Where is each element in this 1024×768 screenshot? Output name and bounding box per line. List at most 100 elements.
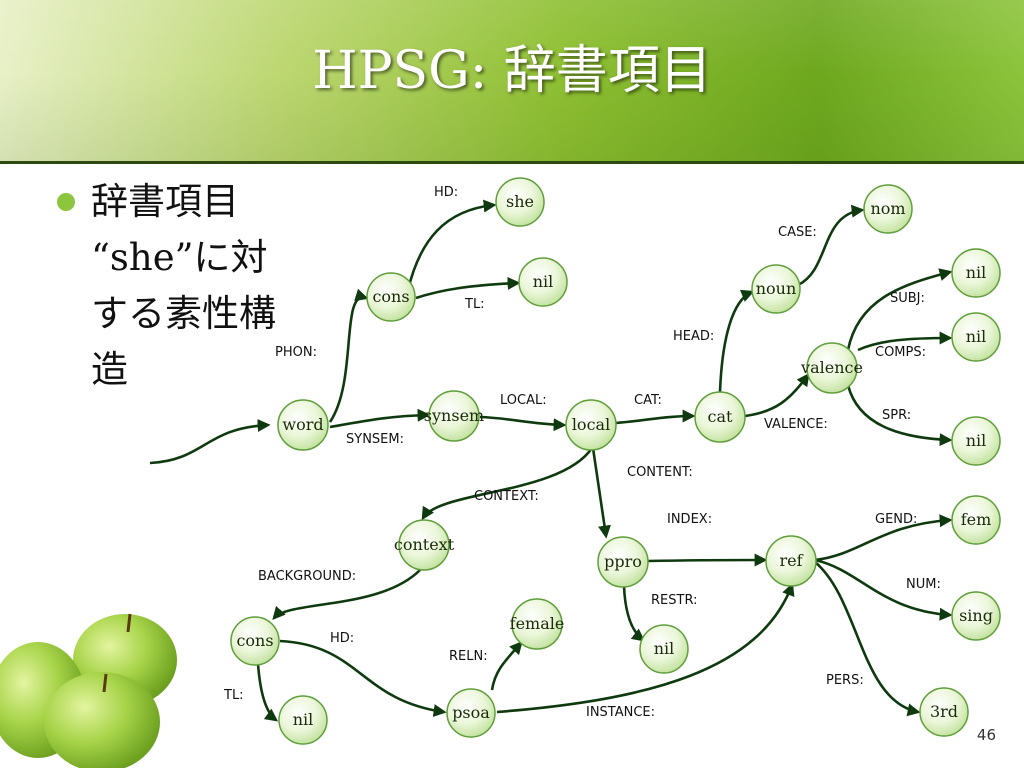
edge-subj — [846, 268, 953, 351]
svg-text:cons: cons — [372, 287, 409, 306]
node-nil-bg: nil — [278, 695, 328, 745]
svg-text:cons: cons — [236, 631, 273, 650]
label-hd1: HD: — [434, 185, 458, 200]
node-fem: fem — [951, 495, 1001, 545]
edge-labels: HD: TL: PHON: SYNSEM: LOCAL: CAT: HEAD: … — [223, 185, 941, 720]
svg-text:fem: fem — [961, 510, 992, 529]
edge-instance — [496, 582, 795, 714]
edge-spr — [846, 384, 953, 447]
edge-pers — [814, 561, 921, 717]
node-cons-phon: cons — [366, 272, 416, 322]
svg-text:nil: nil — [293, 710, 314, 729]
label-subj: SUBJ: — [890, 291, 925, 306]
label-spr: SPR: — [882, 408, 911, 423]
label-tl2: TL: — [223, 688, 244, 703]
header-shade — [0, 0, 1024, 163]
label-index: INDEX: — [667, 512, 712, 527]
apple-illustration — [0, 613, 177, 768]
node-ref: ref — [765, 535, 817, 587]
label-pers: PERS: — [826, 673, 864, 688]
node-she: she — [495, 177, 545, 227]
edge-background — [272, 569, 421, 620]
node-nil-tl: nil — [518, 257, 568, 307]
node-3rd: 3rd — [919, 687, 969, 737]
label-local: LOCAL: — [500, 393, 547, 408]
node-synsem: synsem — [424, 390, 484, 442]
edge-start — [149, 419, 271, 465]
node-nil-subj: nil — [951, 248, 1001, 298]
svg-text:nom: nom — [870, 199, 905, 218]
svg-text:psoa: psoa — [452, 703, 490, 722]
node-sing: sing — [951, 591, 1001, 641]
svg-text:nil: nil — [966, 327, 987, 346]
svg-text:nil: nil — [654, 639, 675, 658]
edge-index — [647, 553, 768, 567]
nodes: she nil cons word synsem local cat noun … — [230, 177, 1001, 745]
edge-reln — [490, 641, 523, 691]
node-nil-restr: nil — [639, 624, 689, 674]
edge-gend — [814, 514, 953, 562]
svg-text:noun: noun — [756, 279, 797, 298]
bullet-text: 辞書項目 “she”に対 する素性構 造 — [91, 180, 276, 391]
label-cat: CAT: — [634, 393, 662, 408]
edge-restr — [622, 585, 646, 642]
edge-tl1 — [415, 276, 521, 300]
svg-text:nil: nil — [966, 431, 987, 450]
edge-local — [479, 415, 567, 432]
slide-number: 46 — [976, 726, 996, 744]
edge-case — [797, 204, 865, 287]
svg-text:ref: ref — [779, 551, 803, 570]
svg-text:synsem: synsem — [424, 406, 484, 425]
label-comps: COMPS: — [875, 345, 926, 360]
label-valence: VALENCE: — [764, 417, 828, 432]
node-psoa: psoa — [446, 688, 496, 738]
label-gend: GEND: — [875, 512, 917, 527]
label-content: CONTENT: — [627, 465, 693, 480]
node-female: female — [510, 598, 565, 650]
node-nil-spr: nil — [951, 416, 1001, 466]
label-head: HEAD: — [673, 329, 714, 344]
label-background: BACKGROUND: — [258, 569, 356, 584]
svg-text:nil: nil — [966, 263, 987, 282]
edge-synsem — [329, 408, 431, 429]
node-ppro: ppro — [597, 536, 649, 588]
edge-content — [591, 447, 611, 539]
svg-text:context: context — [394, 535, 455, 554]
node-nil-comps: nil — [951, 312, 1001, 362]
label-phon: PHON: — [275, 345, 317, 360]
label-context: CONTEXT: — [474, 489, 539, 504]
node-context: context — [394, 519, 455, 571]
node-nom: nom — [863, 184, 913, 234]
label-num: NUM: — [906, 577, 941, 592]
edge-comps — [857, 331, 953, 352]
node-word: word — [277, 399, 329, 451]
svg-text:sing: sing — [959, 606, 993, 625]
node-cat: cat — [694, 391, 746, 443]
bullet-dot — [57, 193, 75, 211]
edge-hd1 — [406, 199, 497, 291]
svg-text:female: female — [510, 614, 565, 633]
edges — [149, 199, 953, 722]
label-restr: RESTR: — [651, 593, 697, 608]
edge-phon — [328, 288, 369, 423]
slide-title: HPSG: 辞書項目 — [312, 41, 712, 101]
edge-num — [814, 558, 953, 621]
edge-hd2 — [279, 639, 447, 717]
label-tl1: TL: — [464, 297, 485, 312]
node-valence: valence — [800, 342, 863, 394]
label-instance: INSTANCE: — [586, 705, 655, 720]
node-cons-bg: cons — [230, 616, 280, 666]
header-banner — [0, 0, 1024, 163]
svg-text:ppro: ppro — [604, 552, 642, 571]
edge-cat — [615, 409, 696, 425]
edge-context — [421, 447, 594, 521]
edge-valence — [744, 372, 810, 418]
label-case: CASE: — [778, 225, 817, 240]
svg-text:valence: valence — [800, 358, 863, 377]
svg-text:she: she — [506, 192, 534, 211]
svg-text:local: local — [572, 415, 610, 434]
svg-text:word: word — [282, 415, 323, 434]
header-rule — [0, 161, 1024, 164]
node-local: local — [565, 399, 617, 451]
